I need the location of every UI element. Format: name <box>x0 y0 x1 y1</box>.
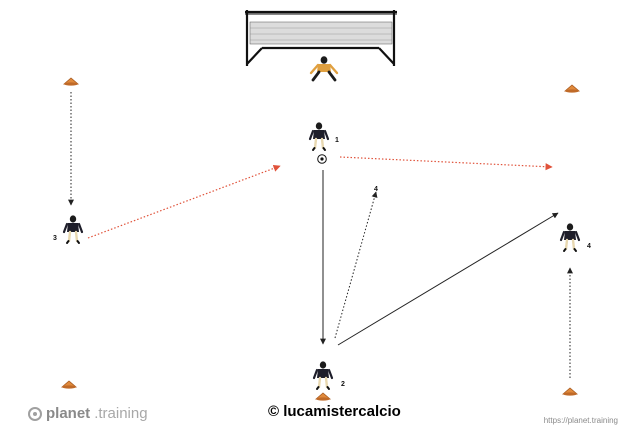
player-4: 4 <box>559 222 591 253</box>
player-4-number: 4 <box>587 243 591 250</box>
cone-bottom-right <box>562 387 578 397</box>
cone-bottom-center <box>315 392 331 402</box>
site-url[interactable]: https://planet.training <box>543 416 618 425</box>
cone-top-left <box>63 77 79 87</box>
run-label: 4 <box>374 186 378 193</box>
brand-name-light: .training <box>94 405 148 422</box>
player-1: 1 <box>308 121 339 152</box>
goalkeeper <box>309 56 339 82</box>
player-3-number: 3 <box>53 235 57 242</box>
pass-arrow-diagonal <box>337 212 559 346</box>
cone-top-right <box>564 84 580 94</box>
planet-icon <box>28 406 42 421</box>
goal <box>245 10 397 66</box>
cone-bottom-left <box>61 380 77 390</box>
copyright-text: © lucamistercalcio <box>268 403 401 420</box>
ball <box>317 154 327 164</box>
red-arrow-right <box>339 156 553 171</box>
player-3: 3 <box>53 214 84 245</box>
run-arrow-center <box>334 191 378 339</box>
brand-logo[interactable]: planet.training <box>28 405 148 422</box>
player-2-number: 2 <box>341 381 345 388</box>
brand-name-bold: planet <box>46 405 91 422</box>
player-2: 2 <box>312 360 345 391</box>
player-1-number: 1 <box>335 137 339 144</box>
red-arrow-left <box>87 164 281 239</box>
